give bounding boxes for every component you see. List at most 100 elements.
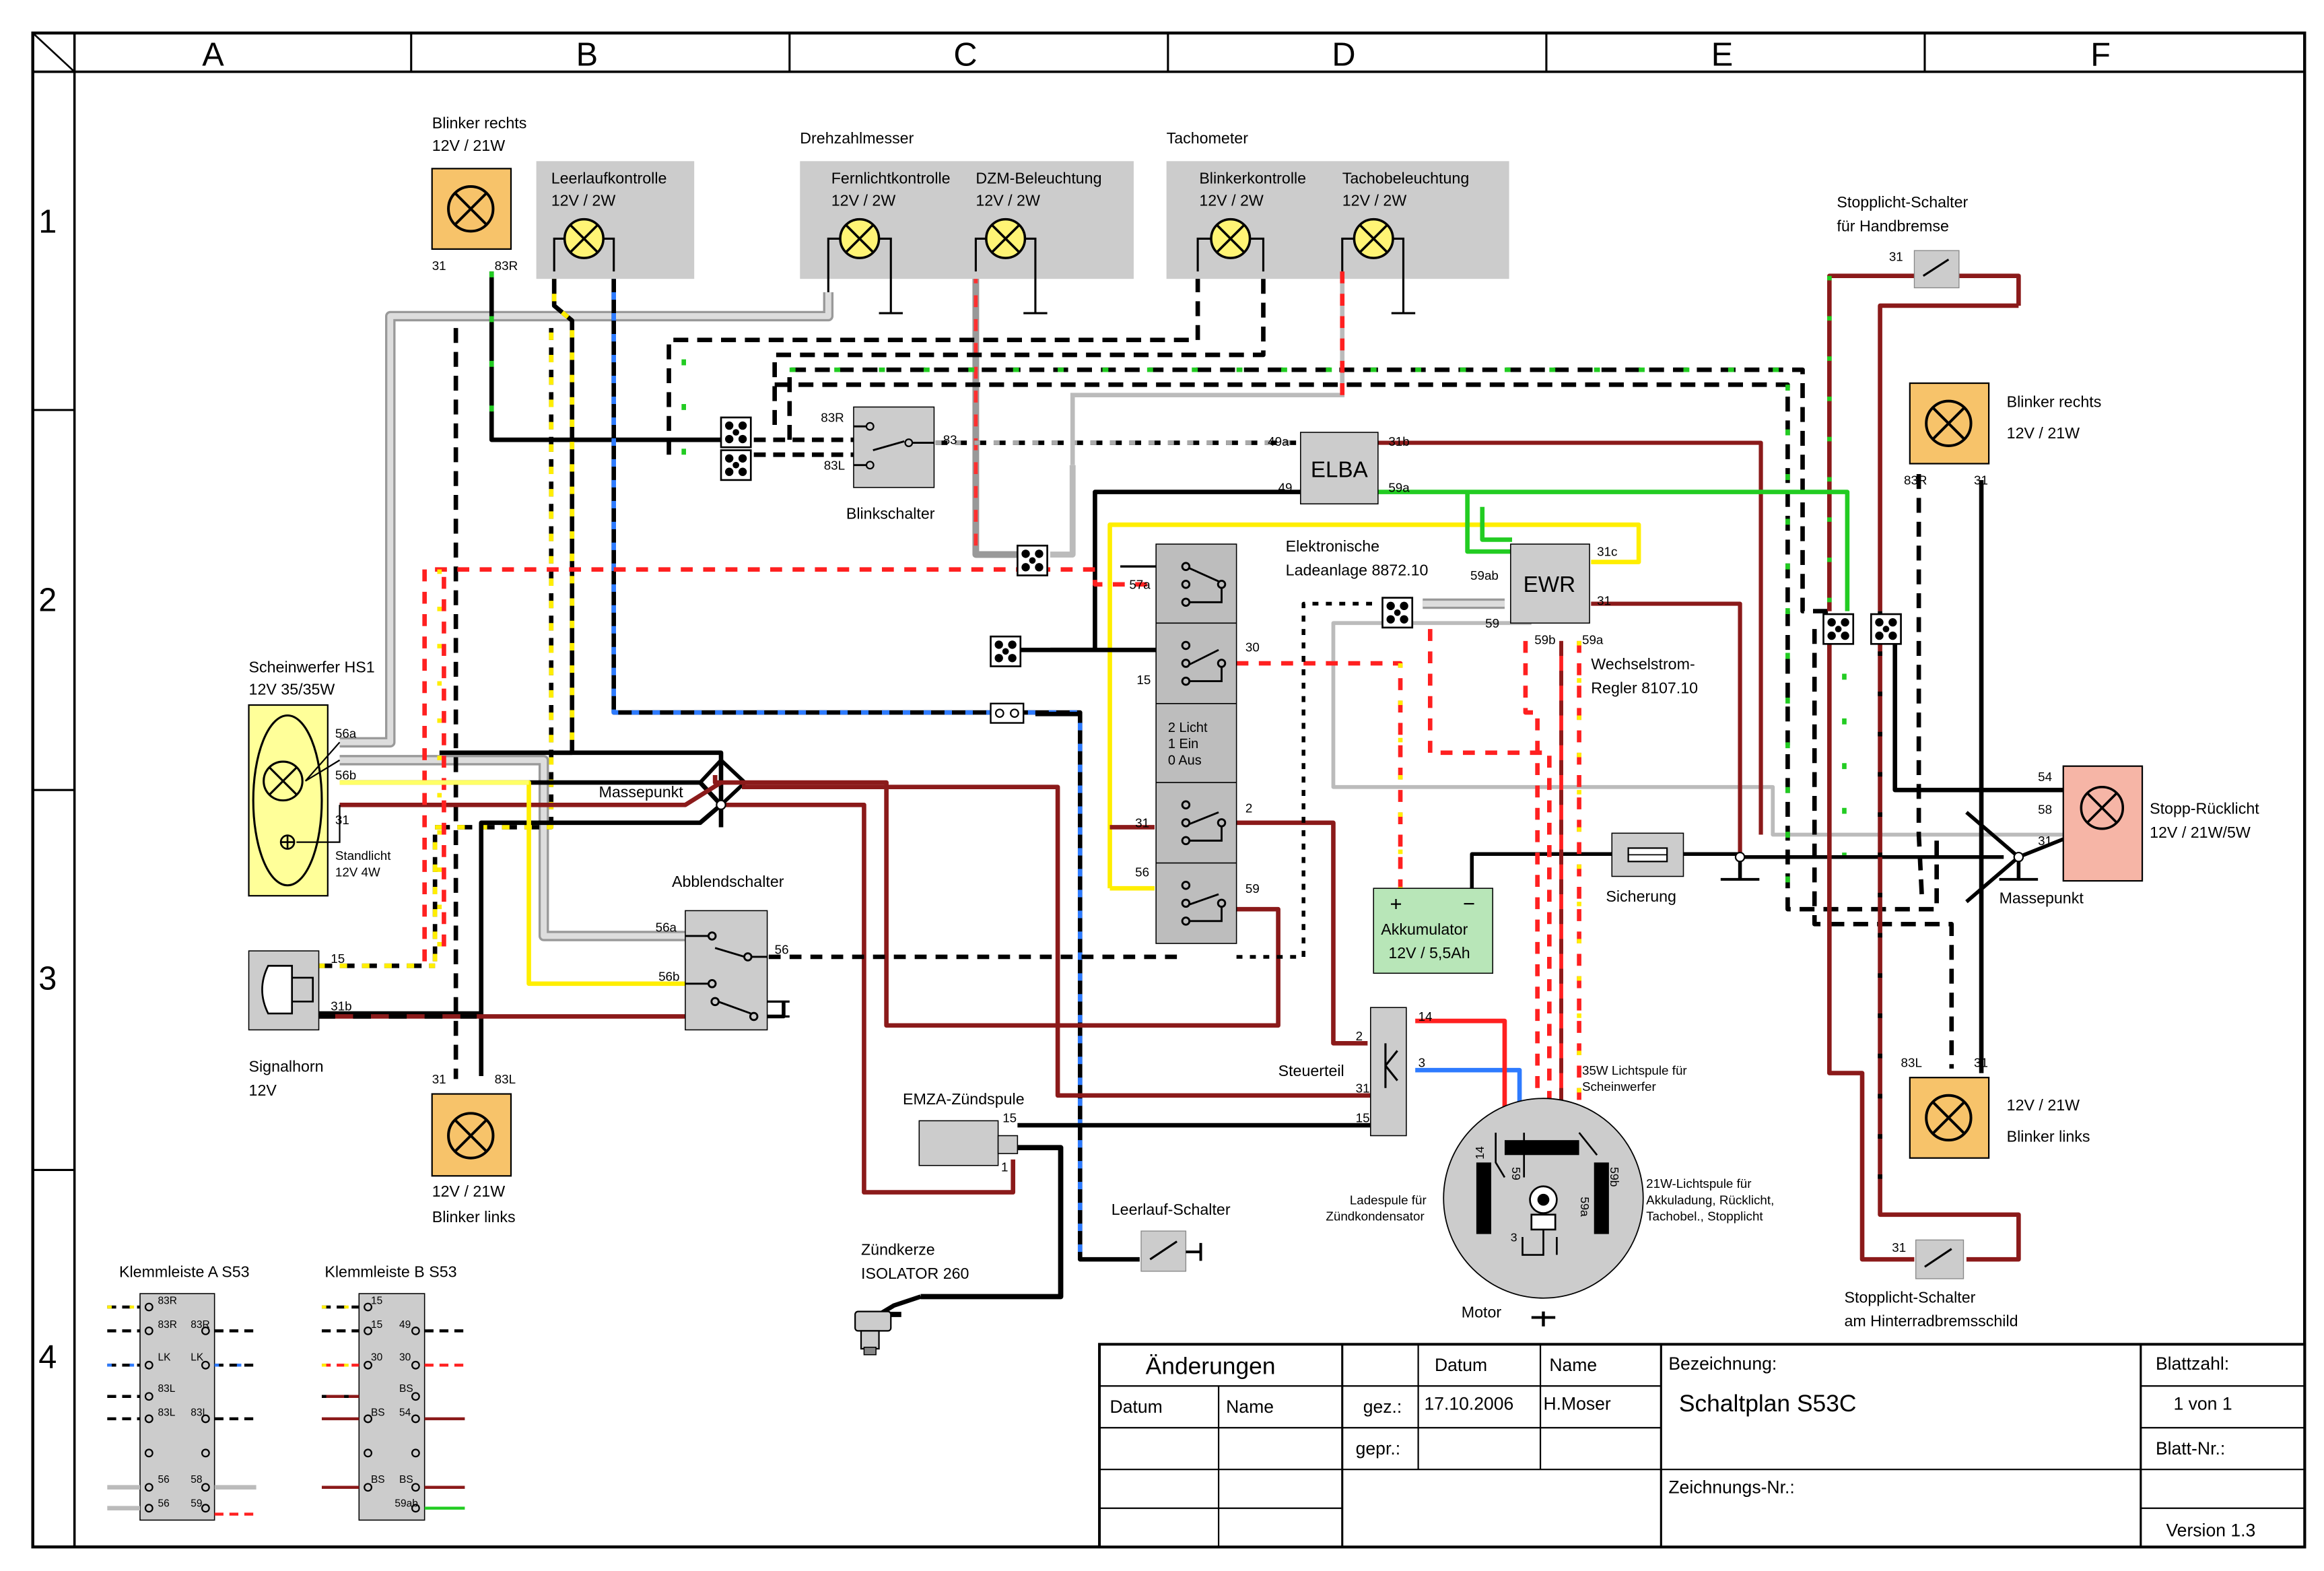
column-label-c: C [953, 37, 977, 73]
blattzahl-value: 1 von 1 [2174, 1394, 2232, 1414]
stopplicht-handbremse-label-2: für Handbremse [1837, 217, 1948, 234]
terminal-label: 15 [1356, 1111, 1370, 1125]
akkumulator: + − Akkumulator 12V / 5,5Ah [1373, 888, 1494, 974]
signalhorn-rating: 12V [249, 1081, 277, 1099]
elba: ELBA 49a 49 31b 59a [1268, 432, 1410, 505]
terminal-label: 31 [1135, 815, 1149, 830]
drehzahlmesser-title: Drehzahlmesser [800, 129, 914, 147]
terminal-label: 59b [1608, 1167, 1621, 1187]
terminal-label: 14 [1473, 1146, 1486, 1160]
blinker-rechts-front: Blinker rechts 12V / 21W 31 83R [431, 114, 527, 273]
klemme-a-label: 56 [158, 1498, 170, 1510]
terminal-label: 56b [335, 768, 356, 782]
akku-plus-label: + [1390, 892, 1402, 915]
zuendschloss: 57a 30 15 2 Licht 1 Ein 0 Aus 31 2 56 59 [1129, 543, 1260, 944]
column-label-d: D [1332, 37, 1355, 73]
blinker-links-front-rating: 12V / 21W [432, 1182, 505, 1200]
emza-label: EMZA-Zündspule [903, 1090, 1025, 1108]
terminal-label: 57a [1129, 577, 1151, 591]
ladeanlage-label-1: Elektronische [1286, 537, 1379, 555]
terminal-label: 58 [2038, 803, 2052, 817]
row-label-4: 4 [38, 1339, 57, 1376]
stopplicht-hinterrad-label-1: Stopplicht-Schalter [1844, 1288, 1975, 1306]
ladespule-label-1: Ladespule für [1350, 1193, 1427, 1207]
terminal-label: 14 [1419, 1009, 1433, 1024]
blinker-rechts-front-label: Blinker rechts [432, 114, 527, 132]
gez-name: H.Moser [1543, 1394, 1610, 1414]
stopplicht-schalter-hinterrad: 31 Stopplicht-Schalter am Hinterradbrems… [1844, 1239, 2018, 1330]
akkumulator-label: Akkumulator [1381, 921, 1468, 938]
terminal-label: 31 [1974, 473, 1988, 488]
ewr: EWR 59ab 31c 31 59 59b 59a [1470, 543, 1617, 646]
drawing-title: Schaltplan S53C [1679, 1390, 1857, 1417]
klemme-a-label: 83R [158, 1296, 177, 1307]
klemme-b-label: BS [371, 1407, 385, 1419]
terminal-label: 3 [1511, 1231, 1517, 1244]
klemme-b-label: 30 [371, 1352, 382, 1364]
steuerteil: 2 31 15 14 3 Steuerteil [1278, 1007, 1433, 1137]
lichtspule21-label-1: 21W-Lichtspule für [1646, 1176, 1751, 1191]
blatt-nr-label: Blatt-Nr.: [2156, 1438, 2225, 1459]
terminal-label: 83L [495, 1072, 516, 1086]
column-label-b: B [576, 37, 598, 73]
klemme-a-label: 58 [191, 1474, 202, 1485]
licht-pos-2: 2 Licht [1168, 721, 1208, 735]
klemme-a-label: 83L [158, 1383, 176, 1395]
klemme-b-label: BS [399, 1474, 413, 1485]
licht-pos-1: 1 Ein [1168, 737, 1198, 751]
name-col-heading: Name [1226, 1397, 1274, 1417]
massepunkt-right-label: Massepunkt [2000, 889, 2084, 906]
terminal-label: 59 [1509, 1167, 1523, 1180]
klemme-b-label: BS [399, 1383, 413, 1395]
terminal-label: 2 [1245, 801, 1252, 815]
datum-col-heading: Datum [1110, 1397, 1163, 1417]
blinker-links-rear: 83L 31 12V / 21W Blinker links [1901, 1056, 2090, 1159]
blinker-links-front: 31 83L 12V / 21W Blinker links [431, 1072, 516, 1226]
klemme-a-label: 83L [158, 1407, 176, 1419]
massepunkt-left-label: Massepunkt [599, 783, 684, 801]
leerlaufkontrolle: Leerlaufkontrolle 12V / 2W [536, 161, 695, 279]
klemme-a-label: 59 [191, 1498, 202, 1510]
terminal-label: 56 [775, 943, 789, 957]
blinker-rechts-front-rating: 12V / 21W [432, 137, 505, 154]
wires [317, 271, 2064, 1327]
leerlauf-schalter: Leerlauf-Schalter [1112, 1201, 1231, 1272]
leerlaufkontrolle-rating: 12V / 2W [551, 192, 616, 209]
gez-date: 17.10.2006 [1424, 1394, 1513, 1414]
klemme-b-label: 49 [399, 1319, 411, 1331]
klemmleiste-a-label: Klemmleiste A S53 [119, 1263, 250, 1281]
fernlichtkontrolle-label: Fernlichtkontrolle [831, 170, 951, 187]
standlicht-label-2: 12V 4W [335, 865, 380, 879]
terminal-label: 59ab [1470, 568, 1499, 582]
steuerteil-label: Steuerteil [1278, 1062, 1344, 1079]
datum-heading: Datum [1435, 1355, 1487, 1375]
blinker-links-rear-rating: 12V / 21W [2007, 1096, 2080, 1114]
tachobeleuchtung-label: Tachobeleuchtung [1342, 170, 1469, 187]
stopp-ruecklicht-label: Stopp-Rücklicht [2150, 800, 2259, 817]
terminal-label: 59 [1245, 881, 1260, 896]
zuendkerze-label-1: Zündkerze [861, 1241, 935, 1259]
scheinwerfer: Scheinwerfer HS1 12V 35/35W 56a 56b 31 S… [248, 658, 391, 897]
row-label-3: 3 [38, 961, 57, 997]
blinkerkontrolle-rating: 12V / 2W [1199, 192, 1264, 209]
leerlauf-schalter-label: Leerlauf-Schalter [1112, 1201, 1231, 1218]
elba-label: ELBA [1311, 457, 1369, 482]
terminal-label: 83L [824, 458, 845, 472]
stopp-ruecklicht: 54 58 31 Stopp-Rücklicht 12V / 21W/5W [2038, 765, 2259, 882]
lichtspule21-label-3: Tachobel., Stopplicht [1646, 1209, 1763, 1224]
terminal-label: 59b [1534, 632, 1555, 646]
blinkschalter-label: Blinkschalter [846, 504, 935, 522]
fernlichtkontrolle-rating: 12V / 2W [831, 192, 896, 209]
terminal-label: 83R [1904, 473, 1927, 488]
dzm-beleuchtung-label: DZM-Beleuchtung [976, 170, 1101, 187]
gepr-label: gepr.: [1356, 1438, 1400, 1459]
terminal-label: 83 [943, 433, 957, 447]
klemme-b-label: 30 [399, 1352, 411, 1364]
blinkerkontrolle-label: Blinkerkontrolle [1199, 170, 1306, 187]
akku-minus-label: − [1463, 892, 1475, 915]
terminal-label: 56a [335, 727, 357, 741]
terminal-label: 49 [1278, 481, 1293, 495]
klemmleiste-b: Klemmleiste B S53 15 15 49 30 30 BS BS [321, 1263, 465, 1521]
terminal-label: 31 [1889, 250, 1903, 264]
signalhorn-label: Signalhorn [249, 1057, 324, 1075]
